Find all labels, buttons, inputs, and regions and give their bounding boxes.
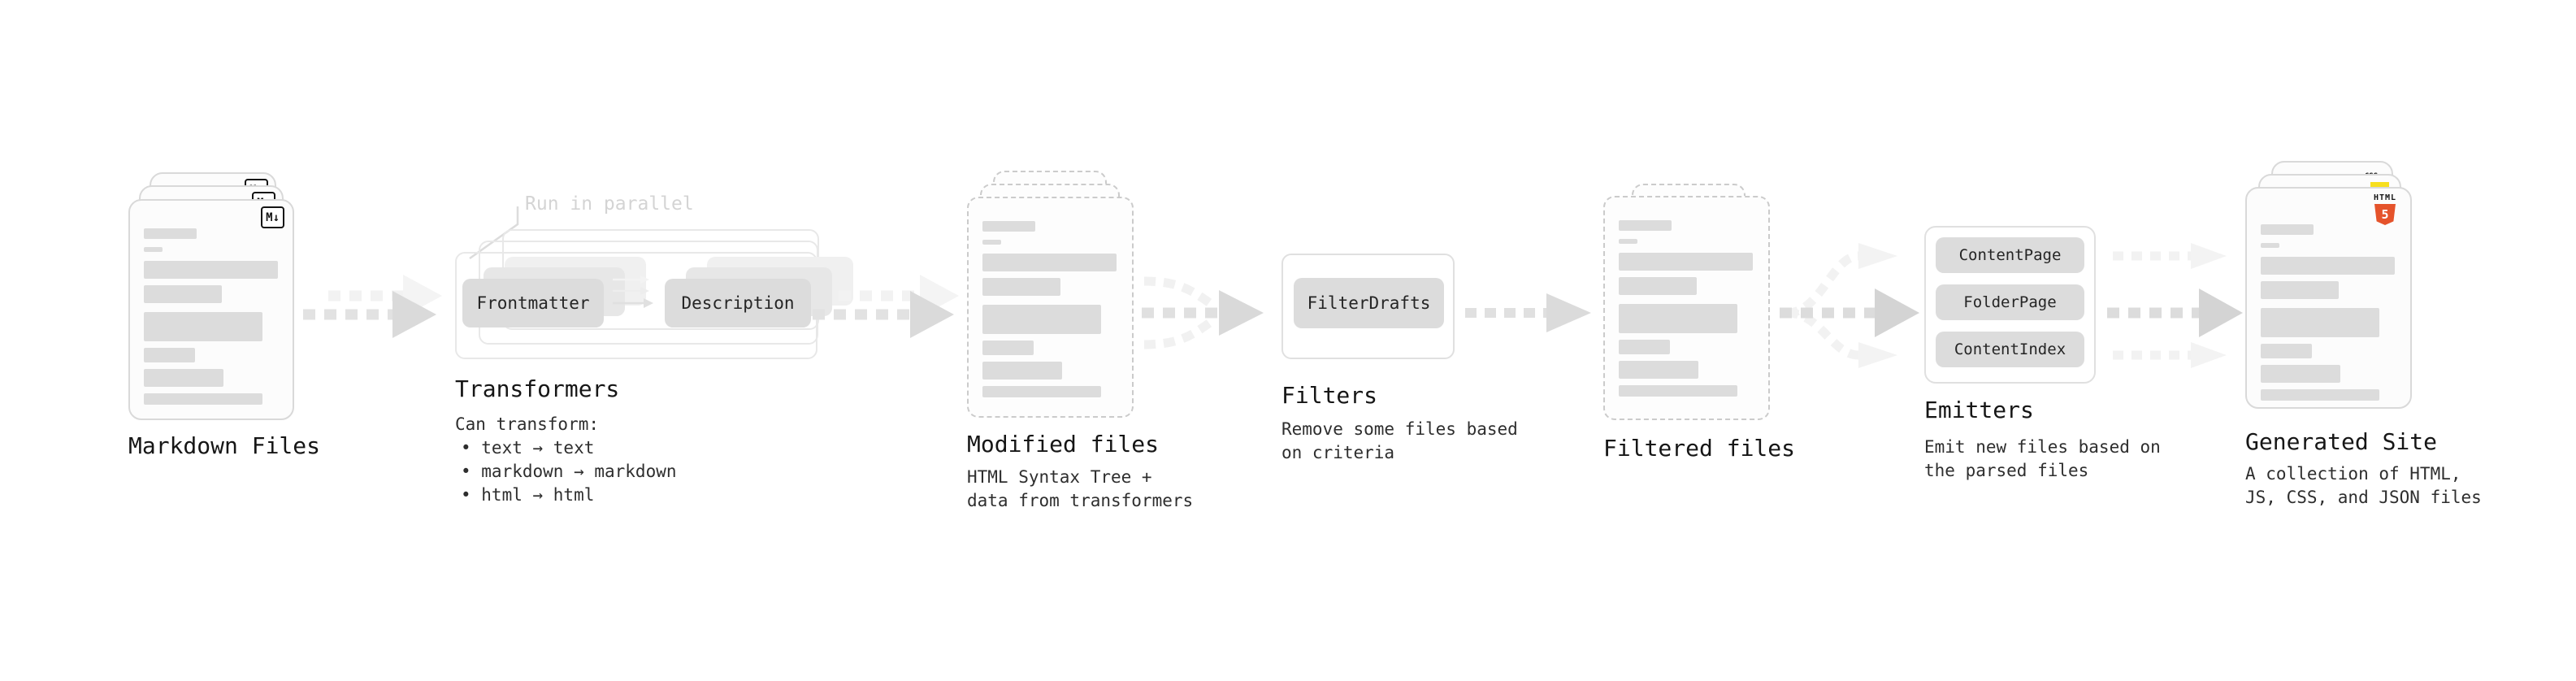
contentpage-box: ContentPage — [1936, 237, 2084, 273]
html5-icon: HTML 5 — [2368, 194, 2402, 225]
generated-site-description: A collection of HTML, JS, CSS, and JSON … — [2245, 464, 2482, 507]
description-box: Description — [665, 279, 811, 327]
markdown-files-label: Markdown Files — [128, 432, 321, 459]
node-generated-site: CSS HTML 5 Generated Site A collection o… — [2245, 161, 2482, 518]
arrow-markdown-to-transformers — [303, 275, 442, 338]
frontmatter-box: Frontmatter — [462, 279, 604, 327]
node-emitters: ContentPage FolderPage ContentIndex Emit… — [1924, 226, 2192, 486]
node-filtered-files: Filtered files — [1603, 184, 1806, 509]
filterdrafts-box: FilterDrafts — [1294, 278, 1444, 328]
arrow-filtered-to-emitters — [1780, 243, 1919, 368]
file-skeleton-lines — [144, 228, 279, 407]
transformers-desc-title: Can transform: — [455, 414, 600, 434]
filtered-files-label: Filtered files — [1603, 435, 1796, 462]
transformers-bullet: • html → html — [461, 485, 595, 505]
node-modified-files: Modified files HTML Syntax Tree + data f… — [967, 171, 1193, 520]
transformers-label: Transformers — [455, 375, 620, 402]
node-transformers: Run in parallel Frontmatter Description … — [455, 192, 853, 517]
modified-files-label: Modified files — [967, 431, 1160, 458]
javascript-icon — [2370, 182, 2389, 189]
node-markdown-files: M↓ M↓ M↓ Markdown Files — [128, 161, 327, 502]
arrow-filters-to-filtered — [1465, 293, 1591, 332]
filters-label: Filters — [1281, 382, 1378, 409]
transformers-bullet: • text → text — [461, 438, 595, 458]
arrow-emitters-to-generated — [2107, 243, 2243, 368]
file-card-front-html: HTML 5 — [2245, 187, 2412, 409]
parallel-arrows-icon — [613, 275, 653, 308]
file-skeleton-lines — [1619, 220, 1754, 407]
arrow-transformers-to-modified — [813, 275, 959, 338]
folderpage-box: FolderPage — [1936, 284, 2084, 320]
arrow-modified-to-filters — [1142, 276, 1264, 349]
file-card-front — [1603, 196, 1770, 420]
transformers-description: Can transform: • text → text • markdown … — [455, 413, 677, 507]
contentindex-box: ContentIndex — [1936, 332, 2084, 367]
run-in-parallel-note: Run in parallel — [525, 193, 694, 215]
emitters-label: Emitters — [1924, 397, 2034, 423]
node-filters: FilterDrafts Filters Remove some files b… — [1281, 254, 1542, 481]
generated-site-label: Generated Site — [2245, 428, 2438, 455]
file-skeleton-lines — [2261, 224, 2396, 401]
emitters-description: Emit new files based on the parsed files — [1924, 437, 2161, 480]
filters-description: Remove some files based on criteria — [1281, 419, 1518, 462]
file-skeleton-lines — [982, 221, 1118, 405]
file-card-front — [967, 197, 1134, 418]
markdown-icon: M↓ — [261, 206, 284, 228]
modified-files-description: HTML Syntax Tree + data from transformer… — [967, 467, 1194, 510]
transformers-bullet: • markdown → markdown — [461, 462, 677, 481]
file-card-front: M↓ — [128, 199, 294, 420]
